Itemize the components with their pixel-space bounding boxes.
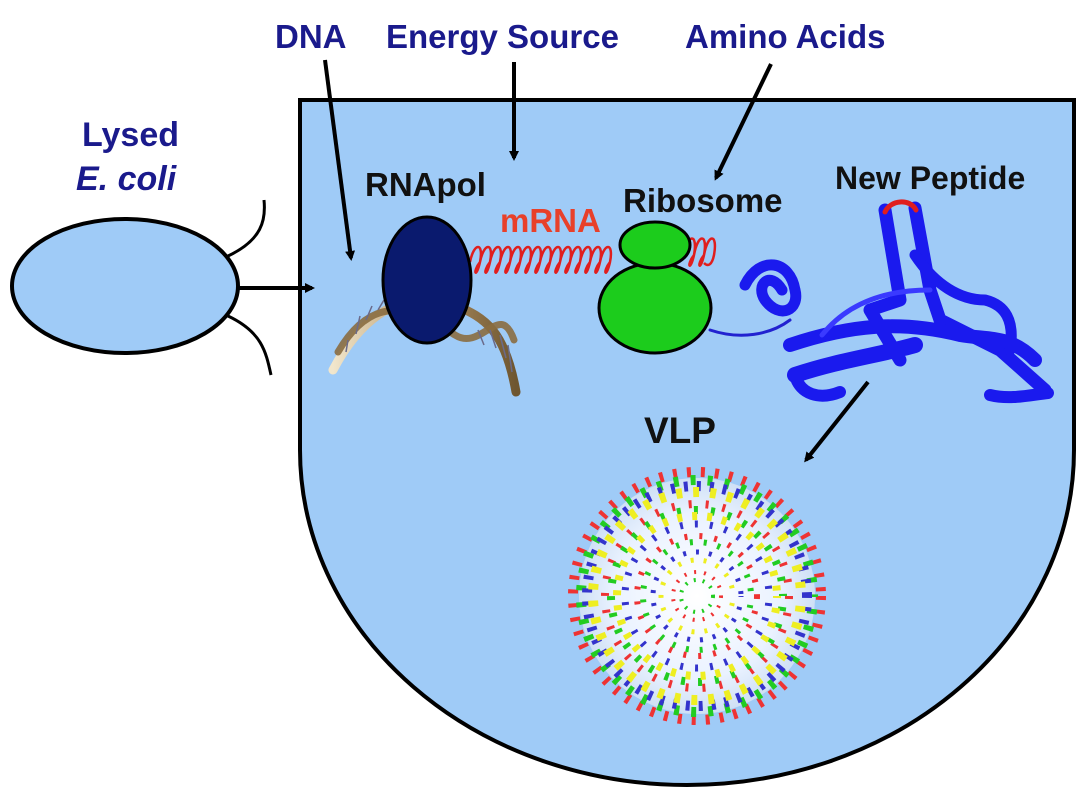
virus-like-particle-icon	[568, 467, 826, 725]
ecoli-label: E. coli	[76, 160, 177, 198]
rnapol-label: RNApol	[365, 166, 486, 203]
mrna-strand	[468, 245, 613, 274]
ribosome-icon	[597, 220, 713, 355]
rna-polymerase-icon	[381, 215, 473, 345]
energy-source-label: Energy Source	[386, 18, 619, 55]
amino-acids-label: Amino Acids	[685, 18, 886, 55]
lysed-label: Lysed	[82, 116, 180, 154]
amino-acids-arrow	[714, 63, 773, 181]
dna-label: DNA	[275, 18, 347, 55]
mrna-strand-tail	[682, 237, 717, 267]
reaction-vessel	[298, 98, 1076, 787]
new-peptide-label: New Peptide	[835, 160, 1026, 196]
lysed-ecoli-cell-icon	[10, 199, 273, 376]
peptide-to-vlp-arrow	[804, 380, 870, 463]
vlp-label: VLP	[644, 410, 716, 451]
mrna-label: mRNA	[500, 202, 601, 239]
dna-arrow	[323, 59, 356, 261]
ribosome-label: Ribosome	[623, 182, 783, 219]
protein-ribbon-icon	[708, 199, 1054, 404]
